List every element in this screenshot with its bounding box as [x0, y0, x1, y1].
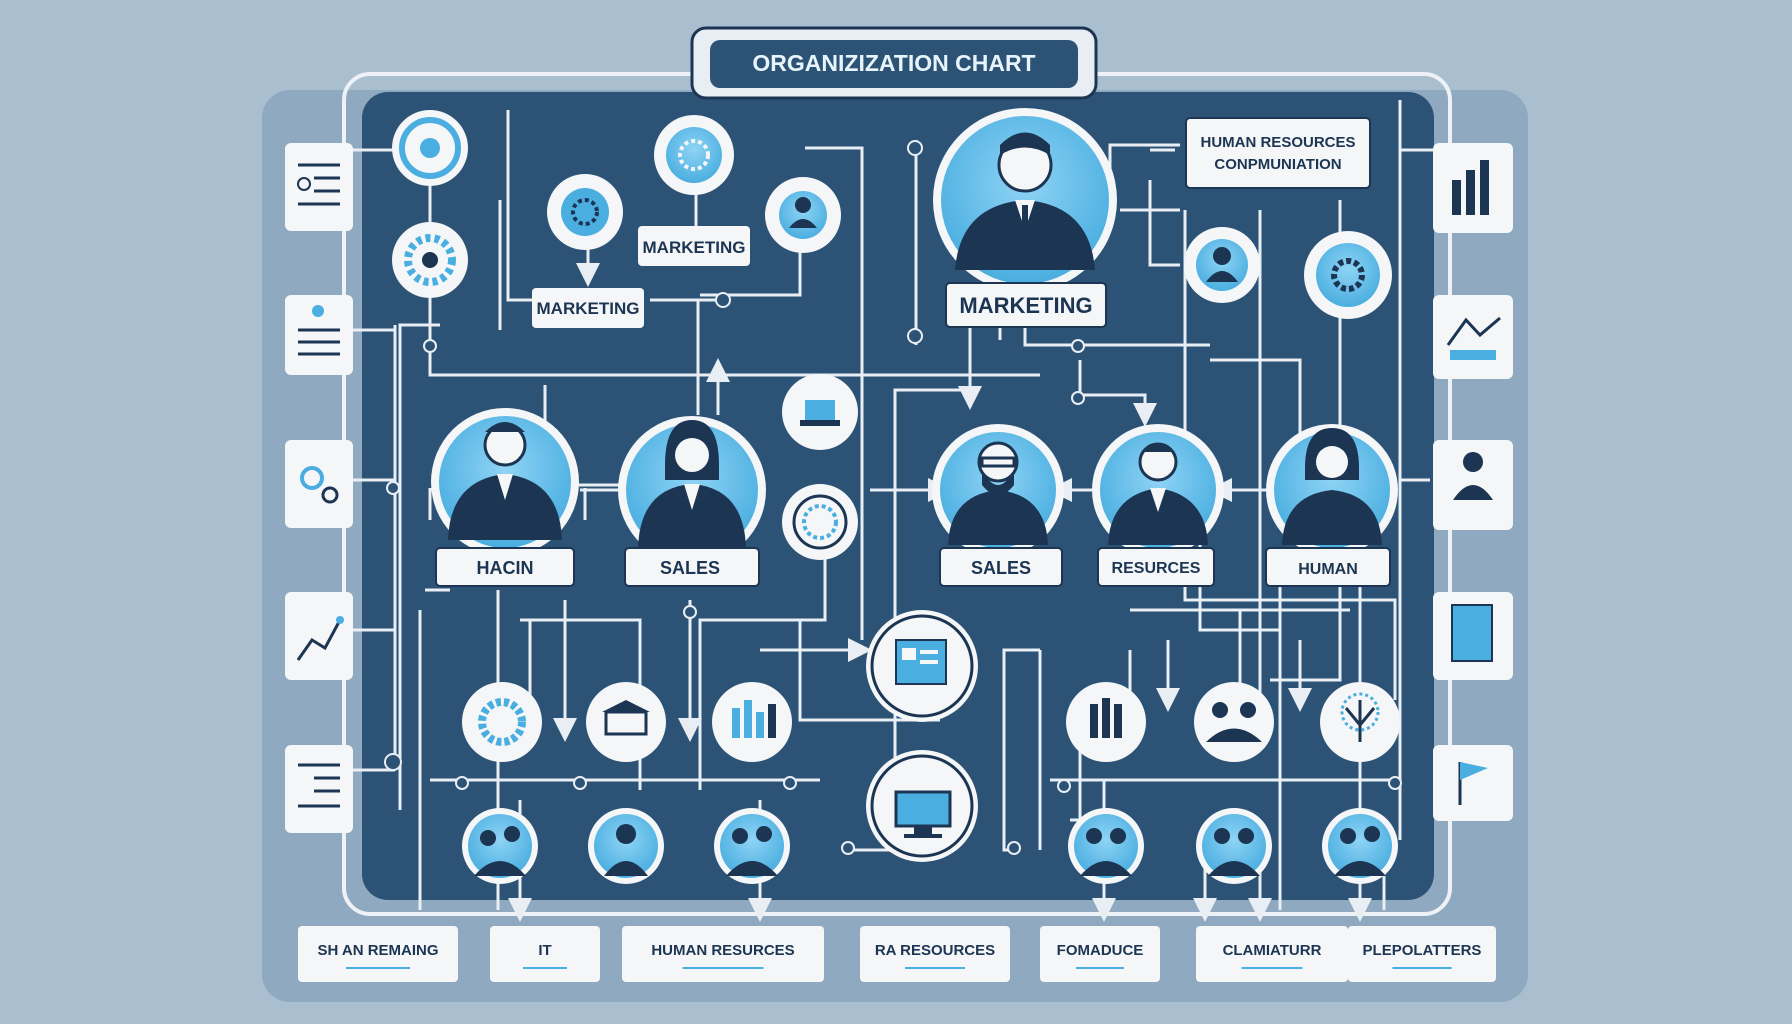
- marketing-main-box: [945, 282, 1107, 328]
- connector-dots: [384, 140, 1402, 855]
- team-group-4: [1068, 808, 1144, 884]
- hr-compensation-box: [1185, 117, 1371, 189]
- marketing-main-label: MARKETING: [959, 293, 1092, 318]
- gear-icon-top-2: [392, 222, 468, 298]
- gear-icon-lower: [462, 682, 542, 762]
- bottom-label-2: IT: [538, 942, 551, 959]
- lower-icon-circles: [462, 682, 1400, 762]
- city-icon-lower: [712, 682, 792, 762]
- hacin-label: HACIN: [477, 558, 534, 578]
- manager-resources: RESURCES: [1092, 424, 1224, 587]
- marketing-top-label: MARKETING: [643, 238, 746, 257]
- network-icon-top: [654, 115, 734, 195]
- tree-icon-lower: [1320, 682, 1400, 762]
- side-card-document-left-2: [285, 295, 353, 375]
- executive-marketing: MARKETING: [933, 108, 1117, 328]
- person-icon-top: [765, 177, 841, 253]
- bottom-label-box: [1196, 926, 1348, 982]
- manager-sales-right: SALES: [932, 424, 1064, 587]
- team-group-3: [714, 808, 790, 884]
- left-side-cards: [285, 143, 353, 833]
- marketing-mid-label: MARKETING: [537, 299, 640, 318]
- side-card-line-chart-right: [1433, 295, 1513, 379]
- side-card-gears-left: [285, 440, 353, 528]
- person-icon-hr: [1184, 227, 1260, 303]
- human-label: HUMAN: [1298, 561, 1358, 578]
- gear-icon-top-3: [547, 174, 623, 250]
- bottom-label-box: [1348, 926, 1496, 982]
- top-icon-circles: [392, 110, 1392, 560]
- bottom-label-7: PLEPOLATTERS: [1363, 942, 1482, 959]
- seal-icon-top: [782, 484, 858, 560]
- gear-icon-top-1: [392, 110, 468, 186]
- team-group-2: [588, 808, 664, 884]
- building-icon-top: [782, 374, 858, 450]
- chart-title: ORGANIZIZATION CHART: [752, 50, 1035, 76]
- side-card-bar-chart-right: [1433, 143, 1513, 233]
- team-group-5: [1196, 808, 1272, 884]
- bottom-label-box: [860, 926, 1010, 982]
- hr-compensation-line-1: HUMAN RESOURCES: [1200, 134, 1355, 151]
- manager-human: HUMAN: [1265, 424, 1398, 587]
- gear-icon-hr: [1304, 231, 1392, 319]
- side-card-person-right: [1433, 440, 1513, 530]
- team-icon-lower: [1194, 682, 1274, 762]
- monitor-icon-center: [866, 750, 978, 862]
- bottom-label-4: RA RESOURCES: [875, 942, 995, 959]
- team-group-1: [462, 808, 538, 884]
- bottom-label-box: [490, 926, 600, 982]
- bottom-label-box: [298, 926, 458, 982]
- marketing-top-box: [638, 226, 750, 266]
- bottom-label-3: HUMAN RESURCES: [651, 942, 794, 959]
- side-card-document-left-3: [285, 745, 353, 833]
- team-circles: [462, 808, 1398, 884]
- side-card-document-left-1: [285, 143, 353, 231]
- bottom-label-box: [622, 926, 824, 982]
- bottom-label-row: SH AN REMAING IT HUMAN RESURCES RA RESOURCE…: [298, 926, 1496, 982]
- title-plate-inner: [710, 40, 1078, 88]
- browser-icon-center: [866, 610, 978, 722]
- top-label-boxes: MARKETING MARKETING: [532, 226, 750, 328]
- sales-right-label: SALES: [971, 558, 1031, 578]
- bottom-label-box: [1040, 926, 1160, 982]
- team-group-6: [1322, 808, 1398, 884]
- books-icon-lower: [1066, 682, 1146, 762]
- manager-sales-left: SALES: [618, 416, 766, 587]
- bottom-label-5: FOMADUCE: [1057, 942, 1144, 959]
- bottom-label-6: CLAMIATURR: [1223, 942, 1322, 959]
- manager-hacin: HACIN: [431, 408, 579, 587]
- marketing-mid-box: [532, 288, 644, 328]
- resources-label: RESURCES: [1112, 560, 1201, 577]
- right-side-cards: [1433, 143, 1513, 821]
- side-card-flag-right: [1433, 745, 1513, 821]
- store-icon-lower: [586, 682, 666, 762]
- bottom-label-1: SH AN REMAING: [317, 942, 438, 959]
- sales-left-label: SALES: [660, 558, 720, 578]
- hr-compensation-line-2: CONPMUNIATION: [1214, 156, 1341, 173]
- side-card-document-right: [1433, 592, 1513, 680]
- side-card-chart-left: [285, 592, 353, 680]
